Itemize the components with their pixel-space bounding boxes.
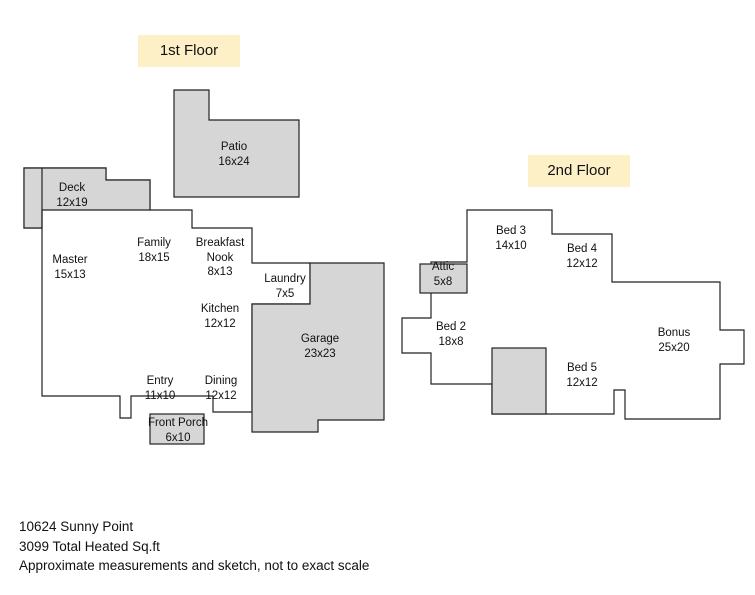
garage-name: Garage <box>301 333 339 345</box>
bed4-size: 12x12 <box>566 258 597 270</box>
entry-size: 11x10 <box>145 390 175 402</box>
master-name: Master <box>52 254 87 266</box>
laundry-size: 7x5 <box>276 288 295 300</box>
sketch-disclaimer: Approximate measurements and sketch, not… <box>19 558 370 573</box>
bed2-name: Bed 2 <box>436 321 466 333</box>
attic-name: Attic <box>432 261 455 273</box>
floor-2-label: 2nd Floor <box>528 155 630 187</box>
attic-area <box>419 263 468 294</box>
garage-size: 23x23 <box>304 348 335 360</box>
patio-area <box>173 89 300 198</box>
bed2-size: 18x8 <box>439 336 464 348</box>
patio-size: 16x24 <box>218 156 250 168</box>
attic-size: 5x8 <box>434 276 453 288</box>
deck-name: Deck <box>59 182 85 194</box>
deck-area <box>23 167 151 229</box>
kitchen-size: 12x12 <box>204 318 235 330</box>
bed5-name: Bed 5 <box>567 362 597 374</box>
deck-size: 12x19 <box>56 197 87 209</box>
family-size: 18x15 <box>138 252 169 264</box>
patio-name: Patio <box>221 141 247 153</box>
bonus-name: Bonus <box>658 327 691 339</box>
floor-1-label: 1st Floor <box>138 35 240 67</box>
front-porch-area <box>149 413 205 445</box>
dining-name: Dining <box>205 375 238 387</box>
dining-size: 12x12 <box>205 390 236 402</box>
property-info: 10624 Sunny Point 3099 Total Heated Sq.f… <box>19 517 369 576</box>
breakfast-size: 8x13 <box>208 266 233 278</box>
breakfast-name-line2: Nook <box>207 252 234 264</box>
property-address: 10624 Sunny Point <box>19 519 134 534</box>
second-floor-outline <box>401 209 745 420</box>
front-porch-name: Front Porch <box>148 417 208 429</box>
master-size: 15x13 <box>54 269 85 281</box>
garage-area <box>251 262 385 433</box>
bonus-size: 25x20 <box>658 342 689 354</box>
front-porch-size: 6x10 <box>166 432 191 444</box>
bed5-size: 12x12 <box>566 377 597 389</box>
bed4-name: Bed 4 <box>567 243 598 255</box>
breakfast-name-line1: Breakfast <box>196 237 245 249</box>
bed3-size: 14x10 <box>495 240 526 252</box>
property-sqft: 3099 Total Heated Sq.ft <box>19 538 160 554</box>
family-name: Family <box>137 237 171 249</box>
laundry-name: Laundry <box>264 273 306 285</box>
entry-name: Entry <box>147 375 174 387</box>
second-floor-shaded-area <box>491 347 547 415</box>
kitchen-name: Kitchen <box>201 303 239 315</box>
bed3-name: Bed 3 <box>496 225 526 237</box>
